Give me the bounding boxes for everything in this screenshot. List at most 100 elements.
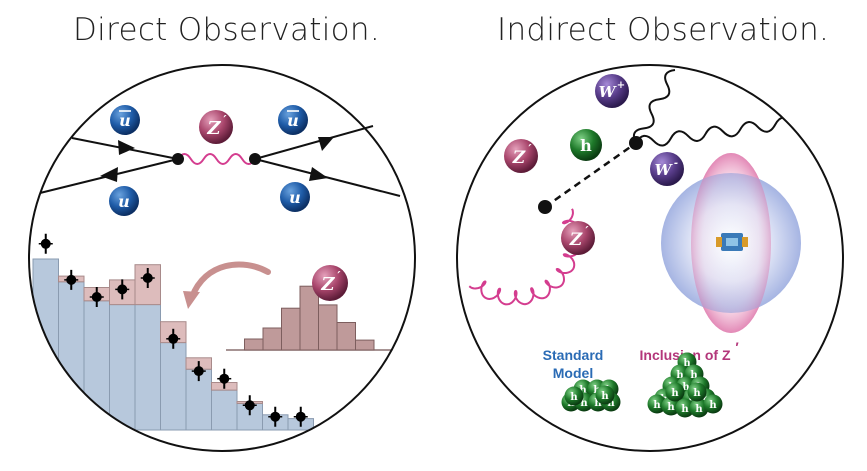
svg-text:′: ′ xyxy=(223,113,227,127)
signal-bar xyxy=(355,339,375,351)
higgs-ball: h xyxy=(570,129,602,161)
vertex xyxy=(172,153,184,165)
zprime-ball-top: Z ′ xyxy=(199,110,233,144)
higgs-mini-ball: h xyxy=(675,398,695,418)
svg-text:h: h xyxy=(607,398,615,409)
data-point xyxy=(193,366,204,377)
u-ball-right: u xyxy=(280,182,310,212)
svg-text:h: h xyxy=(580,136,592,155)
left-circle-border xyxy=(28,64,416,452)
svg-text:h: h xyxy=(682,382,690,393)
svg-text:-: - xyxy=(674,158,678,169)
signal-bar xyxy=(244,338,264,351)
fermion-line-out-top xyxy=(254,125,374,160)
signal-bar xyxy=(318,304,338,351)
w-minus-propagator xyxy=(635,116,811,147)
background-bar xyxy=(134,304,161,431)
w-minus-ball: W - xyxy=(650,152,684,186)
w-plus-ball: W + xyxy=(595,74,629,108)
zprime-propagator xyxy=(177,153,256,165)
svg-text:W: W xyxy=(599,83,618,101)
data-point xyxy=(117,284,128,295)
data-point xyxy=(244,400,255,411)
svg-text:h: h xyxy=(671,388,679,399)
svg-text:h: h xyxy=(709,400,717,411)
higgs-mini-ball: h xyxy=(564,386,584,406)
arrow-icon xyxy=(118,140,135,155)
svg-text:Z: Z xyxy=(206,118,221,139)
svg-text:+: + xyxy=(617,80,625,91)
direct-observation-title: Direct Observation. xyxy=(73,12,380,48)
u-bar-ball-left: u xyxy=(110,105,140,135)
data-point xyxy=(91,292,102,302)
svg-text:h: h xyxy=(693,388,701,399)
background-bar xyxy=(83,300,110,431)
vertex xyxy=(249,153,261,165)
higgs-mini-ball: h xyxy=(703,394,723,414)
w-plus-propagator xyxy=(632,69,676,144)
right-circle-border xyxy=(456,64,844,452)
svg-text:u: u xyxy=(289,188,301,207)
background-bar xyxy=(160,342,187,431)
detector-icon xyxy=(716,233,748,251)
data-point xyxy=(142,273,153,283)
data-point xyxy=(295,411,306,422)
fermion-line-out-bottom xyxy=(254,158,401,197)
zprime-ball-indirect-top: Z ′ xyxy=(504,139,538,173)
svg-text:h: h xyxy=(683,358,691,369)
zprime-ball-hist: Z ′ xyxy=(312,265,348,301)
vertex xyxy=(538,200,552,214)
background-bar xyxy=(109,304,136,431)
zprime-loop-propagator xyxy=(468,208,581,306)
svg-text:h: h xyxy=(681,404,689,415)
arrow-icon xyxy=(318,137,334,151)
data-point xyxy=(270,411,281,422)
background-bar xyxy=(32,258,59,431)
svg-text:Z: Z xyxy=(569,230,583,250)
svg-text:u: u xyxy=(287,111,299,130)
svg-text:h: h xyxy=(676,370,684,381)
arrow-head-icon xyxy=(183,291,200,309)
signal-bar xyxy=(281,307,301,351)
indirect-observation-title: Indirect Observation. xyxy=(497,12,830,48)
vertex xyxy=(629,136,643,150)
svg-text:h: h xyxy=(695,404,703,415)
svg-text:′: ′ xyxy=(585,224,589,238)
u-bar-ball-right: u xyxy=(278,105,308,135)
svg-text:h: h xyxy=(667,402,675,413)
indirect-observation-panel: Z ′ Z ′ h W + W - Standard Model Inclusi… xyxy=(456,64,844,452)
inclusion-prime: ′ xyxy=(735,339,739,355)
svg-text:′: ′ xyxy=(528,142,532,156)
feynman-diagram-direct xyxy=(39,125,401,197)
standard-model-label: Standard xyxy=(543,347,604,363)
svg-text:h: h xyxy=(601,391,609,402)
data-point xyxy=(219,373,230,384)
arrow-icon xyxy=(100,167,118,182)
data-point xyxy=(168,333,179,344)
svg-text:′: ′ xyxy=(337,269,341,283)
svg-text:h: h xyxy=(579,385,587,396)
svg-text:W: W xyxy=(655,161,674,179)
higgs-mini-ball: h xyxy=(647,394,667,414)
svg-text:h: h xyxy=(570,392,578,403)
higgs-propagator xyxy=(544,141,637,209)
svg-text:h: h xyxy=(594,398,602,409)
data-point xyxy=(66,274,77,285)
u-ball-left: u xyxy=(109,186,139,216)
svg-text:Z: Z xyxy=(512,148,526,168)
higgs-mini-ball: h xyxy=(595,385,615,405)
standard-model-label-line2: Model xyxy=(553,365,593,381)
higgs-mini-ball: h xyxy=(665,382,685,402)
signal-bar xyxy=(336,322,356,351)
background-bar xyxy=(211,389,238,431)
signal-bar xyxy=(299,285,319,351)
svg-text:h: h xyxy=(690,370,698,381)
svg-text:u: u xyxy=(118,192,130,211)
signal-bar xyxy=(262,327,282,351)
svg-text:h: h xyxy=(580,398,588,409)
data-point xyxy=(40,238,51,249)
curved-arrow-icon xyxy=(189,261,271,300)
direct-observation-panel: u u u u Z ′ Z ′ xyxy=(28,64,416,452)
